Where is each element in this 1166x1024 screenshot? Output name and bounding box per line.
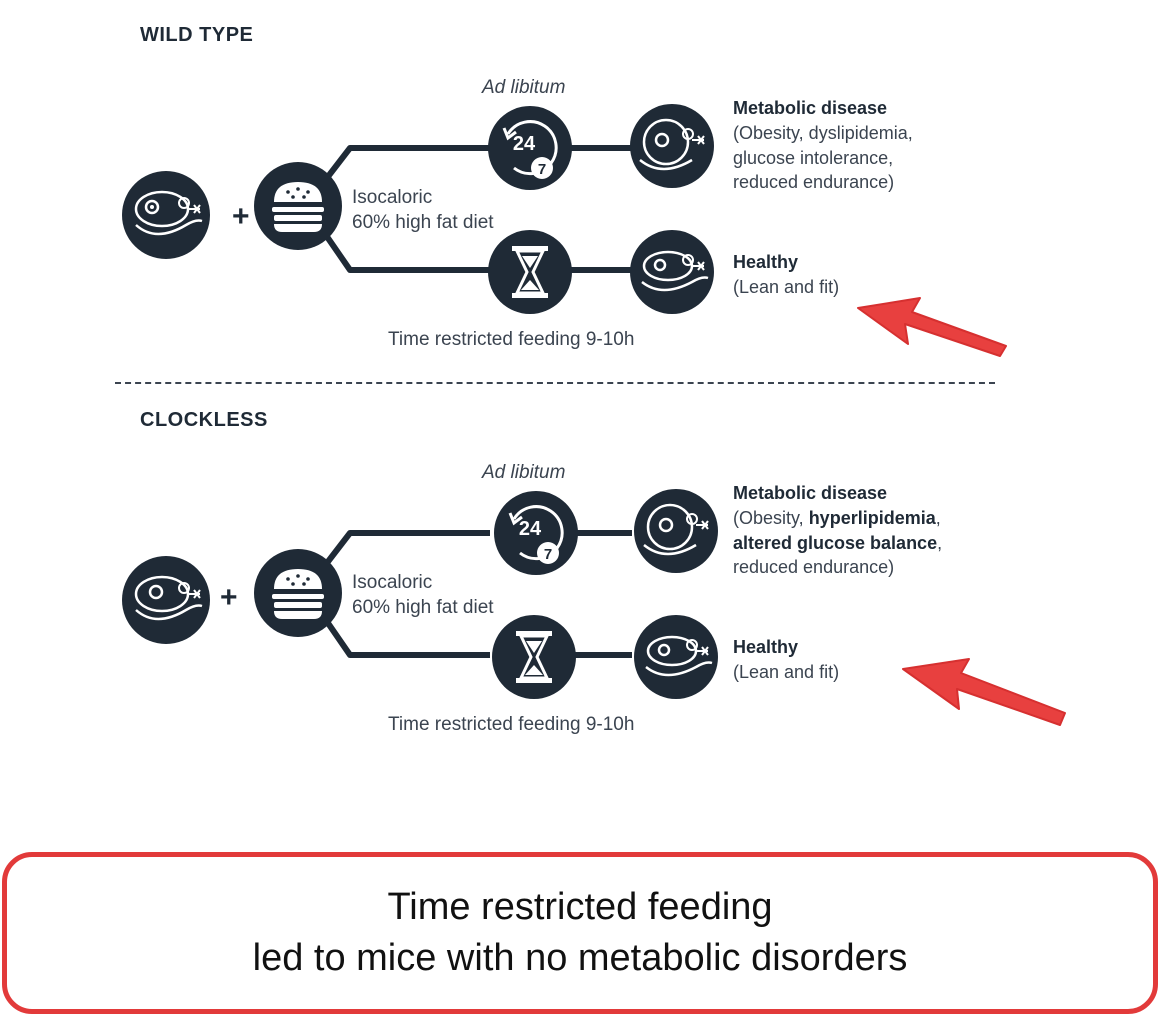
plus-sign: + (220, 581, 238, 614)
svg-text:24: 24 (513, 133, 536, 155)
disease-line: (Obesity, dyslipidemia, (733, 122, 913, 143)
mouse-icon (122, 171, 210, 259)
svg-text:7: 7 (544, 546, 552, 563)
lean-mouse-icon (630, 230, 714, 314)
fat-mouse-icon (634, 489, 718, 573)
ad-libitum-label: Ad libitum (482, 77, 566, 98)
plus-sign: + (232, 200, 250, 233)
healthy-detail: (Lean and fit) (733, 661, 840, 682)
fat-mouse-icon (630, 104, 714, 188)
diet-label: Isocaloric 60% high fat diet (352, 572, 494, 618)
disease-line: reduced endurance) (733, 172, 895, 193)
disease-outcome: Metabolic disease (Obesity, hyperlipidem… (733, 481, 942, 580)
clockless-flow-diagram: + 24 7 (122, 489, 718, 699)
callout-line-2: led to mice with no metabolic disorders (252, 937, 908, 979)
burger-icon (254, 162, 342, 250)
section-divider (115, 382, 995, 384)
disease-line: (Obesity, hyperlipidemia, (733, 507, 941, 528)
conclusion-callout-box: Time restricted feeding led to mice with… (2, 852, 1158, 1014)
callout-line-1: Time restricted feeding (387, 885, 773, 928)
section-title-clockless: CLOCKLESS (140, 409, 268, 431)
trf-label: Time restricted feeding 9-10h (388, 329, 635, 350)
burger-icon (254, 549, 342, 637)
disease-line: reduced endurance) (733, 557, 895, 578)
disease-heading: Metabolic disease (733, 483, 888, 503)
ad-libitum-label: Ad libitum (482, 462, 566, 483)
healthy-outcome: Healthy (Lean and fit) (733, 635, 839, 685)
svg-text:24: 24 (519, 518, 542, 540)
healthy-outcome: Healthy (Lean and fit) (733, 250, 839, 300)
wild-type-flow-diagram: + 24 7 (122, 104, 714, 314)
disease-line: glucose intolerance, (733, 147, 894, 168)
disease-heading: Metabolic disease (733, 98, 888, 118)
hourglass-icon (492, 615, 576, 699)
red-arrow-icon (902, 658, 1066, 726)
wild-type-panel: WILD TYPE + (0, 0, 1166, 380)
clockless-panel: CLOCKLESS + 24 (0, 385, 1166, 765)
lean-mouse-icon (634, 615, 718, 699)
hourglass-icon (488, 230, 572, 314)
svg-text:7: 7 (538, 161, 546, 178)
healthy-heading: Healthy (733, 252, 799, 272)
trf-label: Time restricted feeding 9-10h (388, 714, 635, 735)
red-arrow-icon (857, 297, 1007, 357)
disease-outcome: Metabolic disease (Obesity, dyslipidemia… (733, 96, 913, 195)
clock-24-7-icon: 24 7 (494, 491, 578, 575)
disease-line: altered glucose balance, (733, 532, 943, 553)
section-title-wild-type: WILD TYPE (140, 24, 254, 46)
diet-label: Isocaloric 60% high fat diet (352, 187, 494, 233)
healthy-detail: (Lean and fit) (733, 276, 840, 297)
mouse-icon (122, 556, 210, 644)
clock-24-7-icon: 24 7 (488, 106, 572, 190)
healthy-heading: Healthy (733, 637, 799, 657)
